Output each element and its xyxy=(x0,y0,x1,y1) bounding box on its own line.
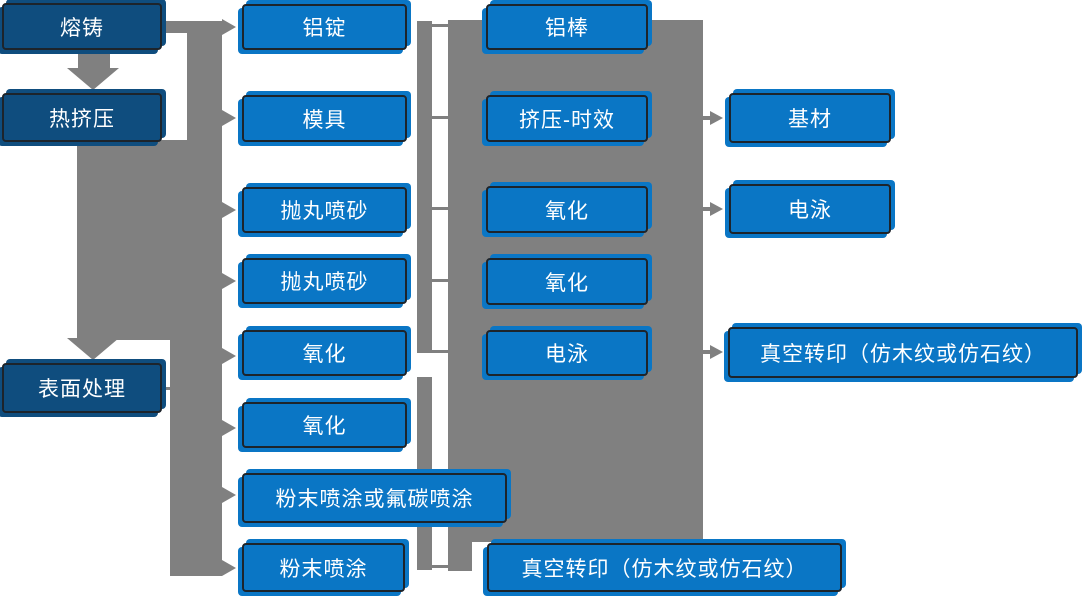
connector-arrow-tail xyxy=(703,116,711,120)
arrow-right-icon xyxy=(222,560,236,576)
arrow-right-icon xyxy=(222,202,236,218)
connector-tick xyxy=(432,279,449,282)
connector-tick xyxy=(432,350,449,353)
arrow-right-icon xyxy=(222,348,236,364)
process-box-electrophoresis-1: 电泳 xyxy=(486,330,648,376)
process-box-oxidation-2: 氧化 xyxy=(242,402,407,448)
connector-arrow-tail xyxy=(703,350,711,354)
arrow-right-icon xyxy=(222,487,236,503)
arrow-right-icon xyxy=(222,110,236,126)
connector-tick xyxy=(432,565,449,568)
connector-trunk-lower xyxy=(170,338,222,576)
stage-box-melting-casting: 熔铸 xyxy=(2,3,162,50)
arrow-right-icon xyxy=(710,345,723,359)
connector-tick xyxy=(432,24,449,27)
connector-trunk-upper xyxy=(187,21,222,143)
stage-box-surface-treatment: 表面处理 xyxy=(2,363,162,413)
process-box-shot-blasting-2: 抛丸喷砂 xyxy=(242,258,407,304)
process-box-aluminum-ingot: 铝锭 xyxy=(242,4,407,50)
output-box-electrophoresis-2: 电泳 xyxy=(729,184,891,234)
process-box-oxidation-1: 氧化 xyxy=(242,330,407,376)
process-box-oxidation-3: 氧化 xyxy=(486,186,648,233)
output-box-vacuum-transfer-print-2: 真空转印（仿木纹或仿石纹） xyxy=(728,327,1078,378)
connector-tick xyxy=(432,207,449,210)
connector-center-block-foot xyxy=(448,542,472,571)
process-box-powder-coating: 粉末喷涂 xyxy=(242,543,405,592)
process-box-powder-or-fluorocarbon-coating: 粉末喷涂或氟碳喷涂 xyxy=(242,473,507,523)
connector-tick xyxy=(432,116,449,119)
arrow-down-icon xyxy=(67,68,119,90)
process-box-oxidation-4: 氧化 xyxy=(486,258,648,305)
output-box-base-material: 基材 xyxy=(729,93,891,143)
connector-mid-strip-upper xyxy=(417,21,432,353)
arrow-right-icon xyxy=(222,19,236,35)
connector-arrow-tail xyxy=(703,207,711,211)
connector-surface-treatment-line xyxy=(163,387,175,390)
process-box-aluminum-rod: 铝棒 xyxy=(486,4,648,50)
arrow-right-icon xyxy=(222,273,236,289)
arrow-right-icon xyxy=(710,202,723,216)
process-box-mold: 模具 xyxy=(242,95,407,142)
arrow-down-icon xyxy=(67,338,119,360)
arrow-right-icon xyxy=(222,420,236,436)
stage-box-hot-extrusion: 热挤压 xyxy=(2,93,162,142)
process-box-vacuum-transfer-print-1: 真空转印（仿木纹或仿石纹） xyxy=(487,543,842,592)
process-box-extrusion-aging: 挤压-时效 xyxy=(486,95,648,142)
connector-left-block xyxy=(77,140,222,340)
arrow-right-icon xyxy=(710,111,723,125)
connector-melting-down-bar xyxy=(78,50,110,70)
process-box-shot-blasting-1: 抛丸喷砂 xyxy=(242,187,407,233)
